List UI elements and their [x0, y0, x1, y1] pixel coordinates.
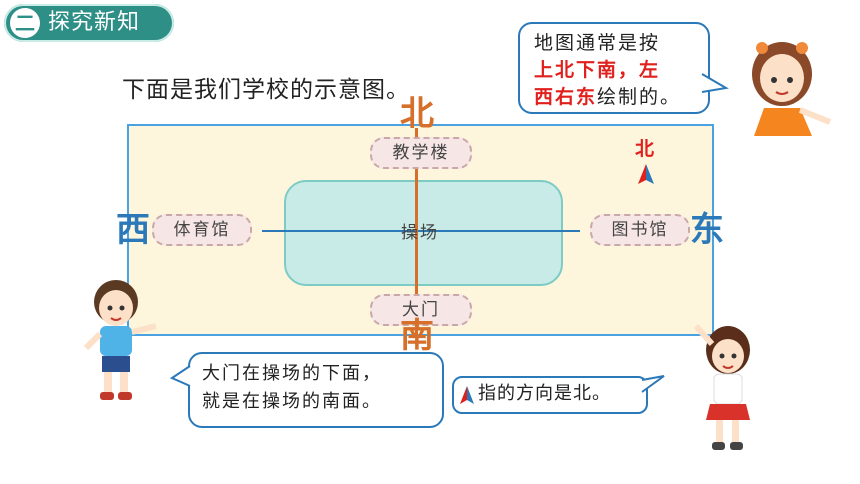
place-library: 图书馆 — [590, 214, 690, 246]
tip-line-2: 上北下南，左 — [534, 59, 661, 81]
east-west-line — [262, 230, 580, 232]
north-bubble-tail — [641, 375, 665, 393]
gate-bubble: 大门在操场的下面， 就是在操场的南面。 — [188, 352, 444, 428]
gate-line-1: 大门在操场的下面， — [202, 363, 382, 384]
playground-area — [284, 180, 563, 286]
place-gym: 体育馆 — [152, 214, 252, 246]
north-arrow-icon — [638, 164, 654, 184]
tip-line-3-rest: 绘制的。 — [597, 86, 682, 108]
tip-bubble: 地图通常是按 上北下南，左 西右东绘制的。 — [518, 22, 710, 114]
boy-character-icon — [83, 280, 157, 400]
tip-bubble-tail — [701, 73, 729, 93]
section-tag: 二 探究新知 — [4, 4, 174, 42]
intro-text: 下面是我们学校的示意图。 — [122, 77, 410, 103]
tip-line-3-red: 西右东 — [534, 86, 598, 108]
north-bubble: 指的方向是北。 — [452, 376, 648, 414]
north-text: 指的方向是北。 — [478, 383, 611, 404]
section-number: 二 — [10, 8, 40, 38]
place-gate: 大门 — [370, 294, 472, 326]
section-title: 探究新知 — [48, 10, 141, 35]
direction-west: 西 — [116, 210, 150, 250]
gate-bubble-tail — [170, 365, 191, 387]
place-playground: 操场 — [401, 223, 439, 243]
direction-north: 北 — [400, 94, 434, 134]
tip-line-1: 地图通常是按 — [534, 32, 661, 54]
gate-text: 大门在操场的下面， 就是在操场的南面。 — [202, 360, 438, 416]
girl-student-icon — [693, 324, 750, 450]
north-arrow-small-icon — [460, 386, 474, 404]
tip-text: 地图通常是按 上北下南，左 西右东绘制的。 — [534, 30, 700, 111]
tip-line-3: 西右东绘制的。 — [534, 84, 700, 111]
direction-south: 南 — [400, 316, 434, 356]
direction-east: 东 — [690, 210, 724, 250]
north-south-line — [415, 128, 418, 338]
place-teaching-building: 教学楼 — [370, 137, 472, 169]
gate-line-2: 就是在操场的南面。 — [202, 391, 382, 412]
compass-north-label: 北 — [635, 138, 655, 160]
girl-character-icon — [752, 42, 832, 136]
